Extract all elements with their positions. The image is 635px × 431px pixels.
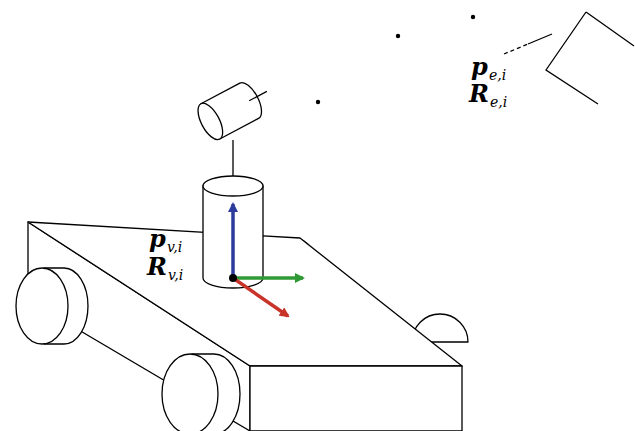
matrix-symbol: R	[468, 82, 490, 106]
matrix-symbol: R	[146, 255, 168, 279]
subscript: e,i	[488, 68, 507, 82]
subscript: e,i	[489, 95, 508, 109]
vector-symbol: p	[470, 55, 489, 79]
vector-symbol: p	[148, 227, 167, 251]
subscript: v,i	[166, 240, 183, 254]
subscript: v,i	[167, 268, 184, 282]
